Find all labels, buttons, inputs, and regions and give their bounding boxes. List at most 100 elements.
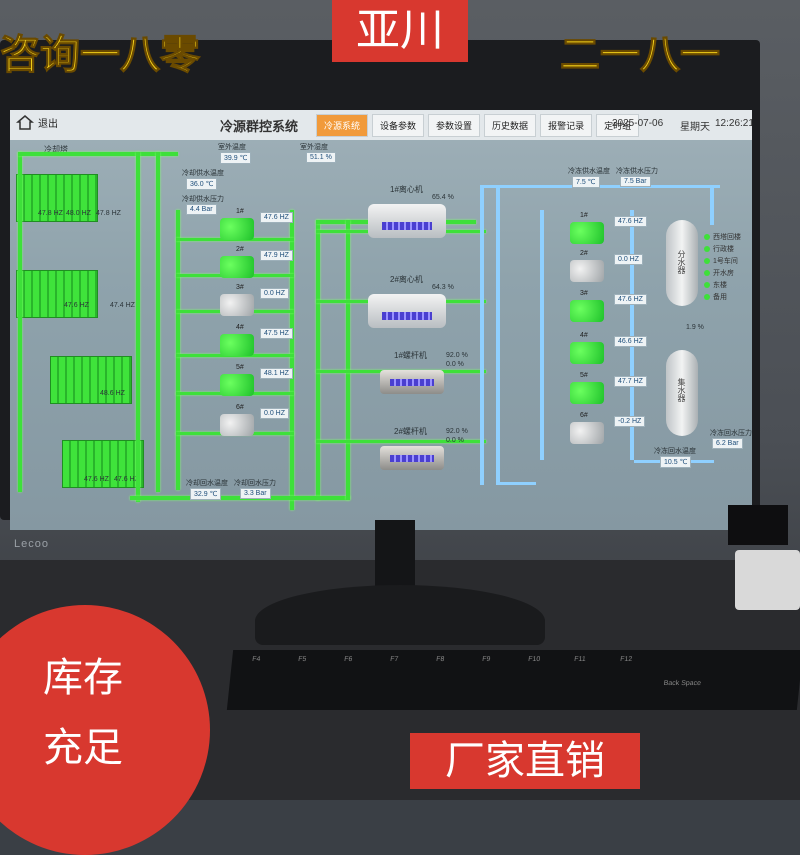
pump-frequency: 0.0 HZ xyxy=(260,288,290,299)
pump-number: 1# xyxy=(580,212,588,219)
monitor-neck xyxy=(375,520,415,590)
branch-name: 1号车间 xyxy=(713,258,738,265)
router-device xyxy=(728,505,788,545)
pump-frequency: 47.7 HZ xyxy=(614,376,647,387)
cooling-supply-temp-label: 冷却供水温度 xyxy=(182,170,224,177)
cooling-return-press-value: 3.3 Bar xyxy=(240,488,271,499)
cooling-return-temp-value: 32.9 ℃ xyxy=(190,488,222,500)
keyboard-key: F6 xyxy=(343,656,353,663)
tower-hz: 47.4 HZ xyxy=(110,302,135,309)
stock-line-2: 充足 xyxy=(43,725,123,771)
monitor-base xyxy=(255,585,545,645)
chilled-pump-3[interactable] xyxy=(570,300,604,322)
chiller-screw-2[interactable] xyxy=(380,446,444,470)
pump-number: 3# xyxy=(236,284,244,291)
tab-history[interactable]: 历史数据 xyxy=(484,114,537,137)
pump-frequency: 48.1 HZ xyxy=(260,368,293,379)
pipe-cooling xyxy=(176,210,180,490)
status-dot-icon xyxy=(704,258,710,264)
cooling-pump-6[interactable] xyxy=(220,414,254,436)
cooling-return-temp-label: 冷却回水温度 xyxy=(186,480,228,487)
pump-number: 6# xyxy=(580,412,588,419)
supply-manifold-label: 分水器 xyxy=(677,250,686,274)
supply-manifold[interactable] xyxy=(666,220,698,306)
return-manifold-label: 集水器 xyxy=(677,378,686,402)
system-title: 冷源群控系统 xyxy=(220,119,299,134)
chiller-centrifugal-2[interactable] xyxy=(368,294,446,328)
chiller-centrifugal-1[interactable] xyxy=(368,204,446,238)
tab-alarms[interactable]: 报警记录 xyxy=(540,114,593,137)
chilled-supply-press-value: 7.5 Bar xyxy=(620,176,651,187)
cooling-tower-3[interactable] xyxy=(50,356,132,404)
tower-hz: 47.6 HZ xyxy=(64,302,89,309)
cooling-pump-5[interactable] xyxy=(220,374,254,396)
branch-legend-item: 东楼 xyxy=(704,280,727,290)
return-manifold[interactable] xyxy=(666,350,698,436)
logout-button[interactable]: 退出 xyxy=(16,114,58,130)
keyboard-key: F8 xyxy=(435,656,445,663)
chilled-pump-4[interactable] xyxy=(570,342,604,364)
tower-hz: 48.6 HZ xyxy=(100,390,125,397)
cooling-supply-press-value: 4.4 Bar xyxy=(186,204,217,215)
cooling-pump-3[interactable] xyxy=(220,294,254,316)
chiller-name: 1#螺杆机 xyxy=(394,351,427,360)
cooling-supply-press-label: 冷却供水压力 xyxy=(182,196,224,203)
chilled-pump-1[interactable] xyxy=(570,222,604,244)
cooling-pump-2[interactable] xyxy=(220,256,254,278)
pipe-cooling xyxy=(136,152,140,502)
date-display: 2025-07-06 xyxy=(612,118,664,129)
cooling-pump-4[interactable] xyxy=(220,334,254,356)
branch-legend-item: 开水房 xyxy=(704,268,734,278)
bypass-percent: 1.9 % xyxy=(686,324,704,331)
chiller-band xyxy=(382,222,432,230)
chilled-pump-5[interactable] xyxy=(570,382,604,404)
chiller-load-2: 0.0 % xyxy=(446,361,464,368)
keyboard-key: F10 xyxy=(527,656,541,663)
cooling-tower-2[interactable] xyxy=(16,270,98,318)
tab-param-settings[interactable]: 参数设置 xyxy=(428,114,481,137)
keyboard-key: Back Space xyxy=(663,680,702,687)
chiller-screw-1[interactable] xyxy=(380,370,444,394)
pump-frequency: 47.5 HZ xyxy=(260,328,293,339)
pipe-chilled xyxy=(496,185,500,485)
chiller-band xyxy=(390,379,434,386)
chiller-load: 92.0 % xyxy=(446,352,468,359)
tower-hz: 47.8 HZ xyxy=(38,210,63,217)
pump-frequency: 0.0 HZ xyxy=(614,254,644,265)
chiller-name: 1#离心机 xyxy=(390,185,423,194)
branch-legend-item: 行政楼 xyxy=(704,244,734,254)
chilled-supply-press-label: 冷冻供水压力 xyxy=(616,168,658,175)
cooling-tower-1[interactable] xyxy=(16,174,98,222)
cooling-pump-1[interactable] xyxy=(220,218,254,240)
tower-hz: 47.6 HZ xyxy=(114,476,139,483)
branch-name: 开水房 xyxy=(713,270,734,277)
chilled-supply-temp-label: 冷冻供水温度 xyxy=(568,168,610,175)
keyboard-key: F5 xyxy=(297,656,307,663)
keyboard-key: F9 xyxy=(481,656,491,663)
chilled-pump-6[interactable] xyxy=(570,422,604,444)
chilled-return-temp-label: 冷冻回水温度 xyxy=(654,448,696,455)
logout-label: 退出 xyxy=(38,118,58,130)
branch-legend-item: 1号车间 xyxy=(704,256,738,266)
pump-number: 5# xyxy=(580,372,588,379)
tab-device-params[interactable]: 设备参数 xyxy=(372,114,425,137)
tab-cold-source[interactable]: 冷源系统 xyxy=(316,114,369,137)
pump-frequency: 47.6 HZ xyxy=(614,294,647,305)
cooling-tower-4[interactable] xyxy=(62,440,144,488)
monitor-brand-logo: Lecoo xyxy=(14,538,49,550)
tab-schedule[interactable]: 定时组 xyxy=(596,114,640,137)
pump-number: 2# xyxy=(580,250,588,257)
outdoor-temp-label: 室外温度 xyxy=(218,144,246,151)
chilled-return-temp-value: 10.5 ℃ xyxy=(660,456,692,468)
home-icon xyxy=(16,115,34,130)
branch-name: 东楼 xyxy=(713,282,727,289)
chiller-band xyxy=(390,455,434,462)
pump-frequency: 46.6 HZ xyxy=(614,336,647,347)
branch-legend-item: 西塔回楼 xyxy=(704,232,741,242)
keyboard-key: F12 xyxy=(619,656,633,663)
chilled-pump-2[interactable] xyxy=(570,260,604,282)
cooling-return-press-label: 冷却回水压力 xyxy=(234,480,276,487)
monitor-bezel: 退出 冷源群控系统 冷源系统 设备参数 参数设置 历史数据 报警记录 定时组 2… xyxy=(0,40,760,550)
pump-number: 4# xyxy=(580,332,588,339)
